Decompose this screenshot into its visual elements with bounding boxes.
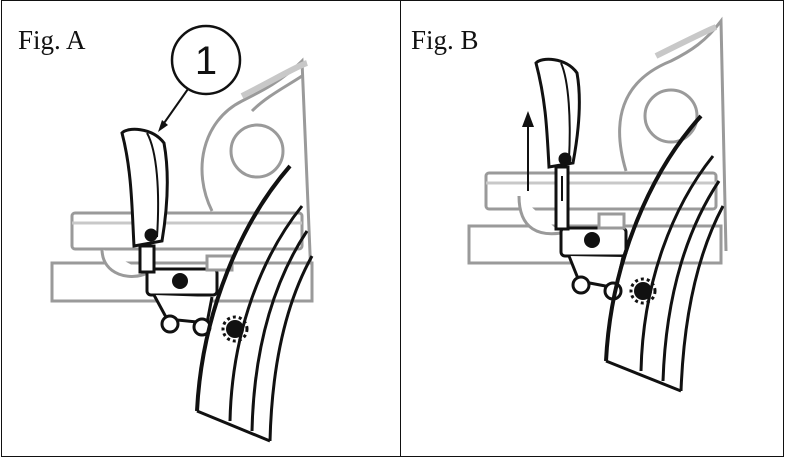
machine-body xyxy=(618,16,728,252)
clamp-block xyxy=(559,212,628,258)
machine-body xyxy=(200,57,314,302)
gear-icon xyxy=(629,277,657,305)
release-lever-icon xyxy=(120,127,169,274)
wheel-rim-icon xyxy=(195,164,314,443)
wheel-rim-icon xyxy=(604,114,725,393)
release-lever-icon xyxy=(534,57,581,231)
panel-fig-b: Fig. B xyxy=(400,0,784,457)
gear-icon xyxy=(221,315,249,343)
panel-fig-a: Fig. A xyxy=(1,0,401,457)
arrow-up-icon xyxy=(522,111,534,191)
callout-1-number: 1 xyxy=(195,39,217,83)
fig-b-label: Fig. B xyxy=(411,25,479,55)
fig-b-illustration xyxy=(467,16,728,393)
fig-a-illustration: 1 xyxy=(50,24,314,443)
clamp-block xyxy=(145,254,234,297)
fig-a-label: Fig. A xyxy=(18,25,86,55)
horizontal-rail xyxy=(50,211,314,303)
callout-1: 1 xyxy=(158,24,242,132)
linkage-arm xyxy=(152,294,214,337)
